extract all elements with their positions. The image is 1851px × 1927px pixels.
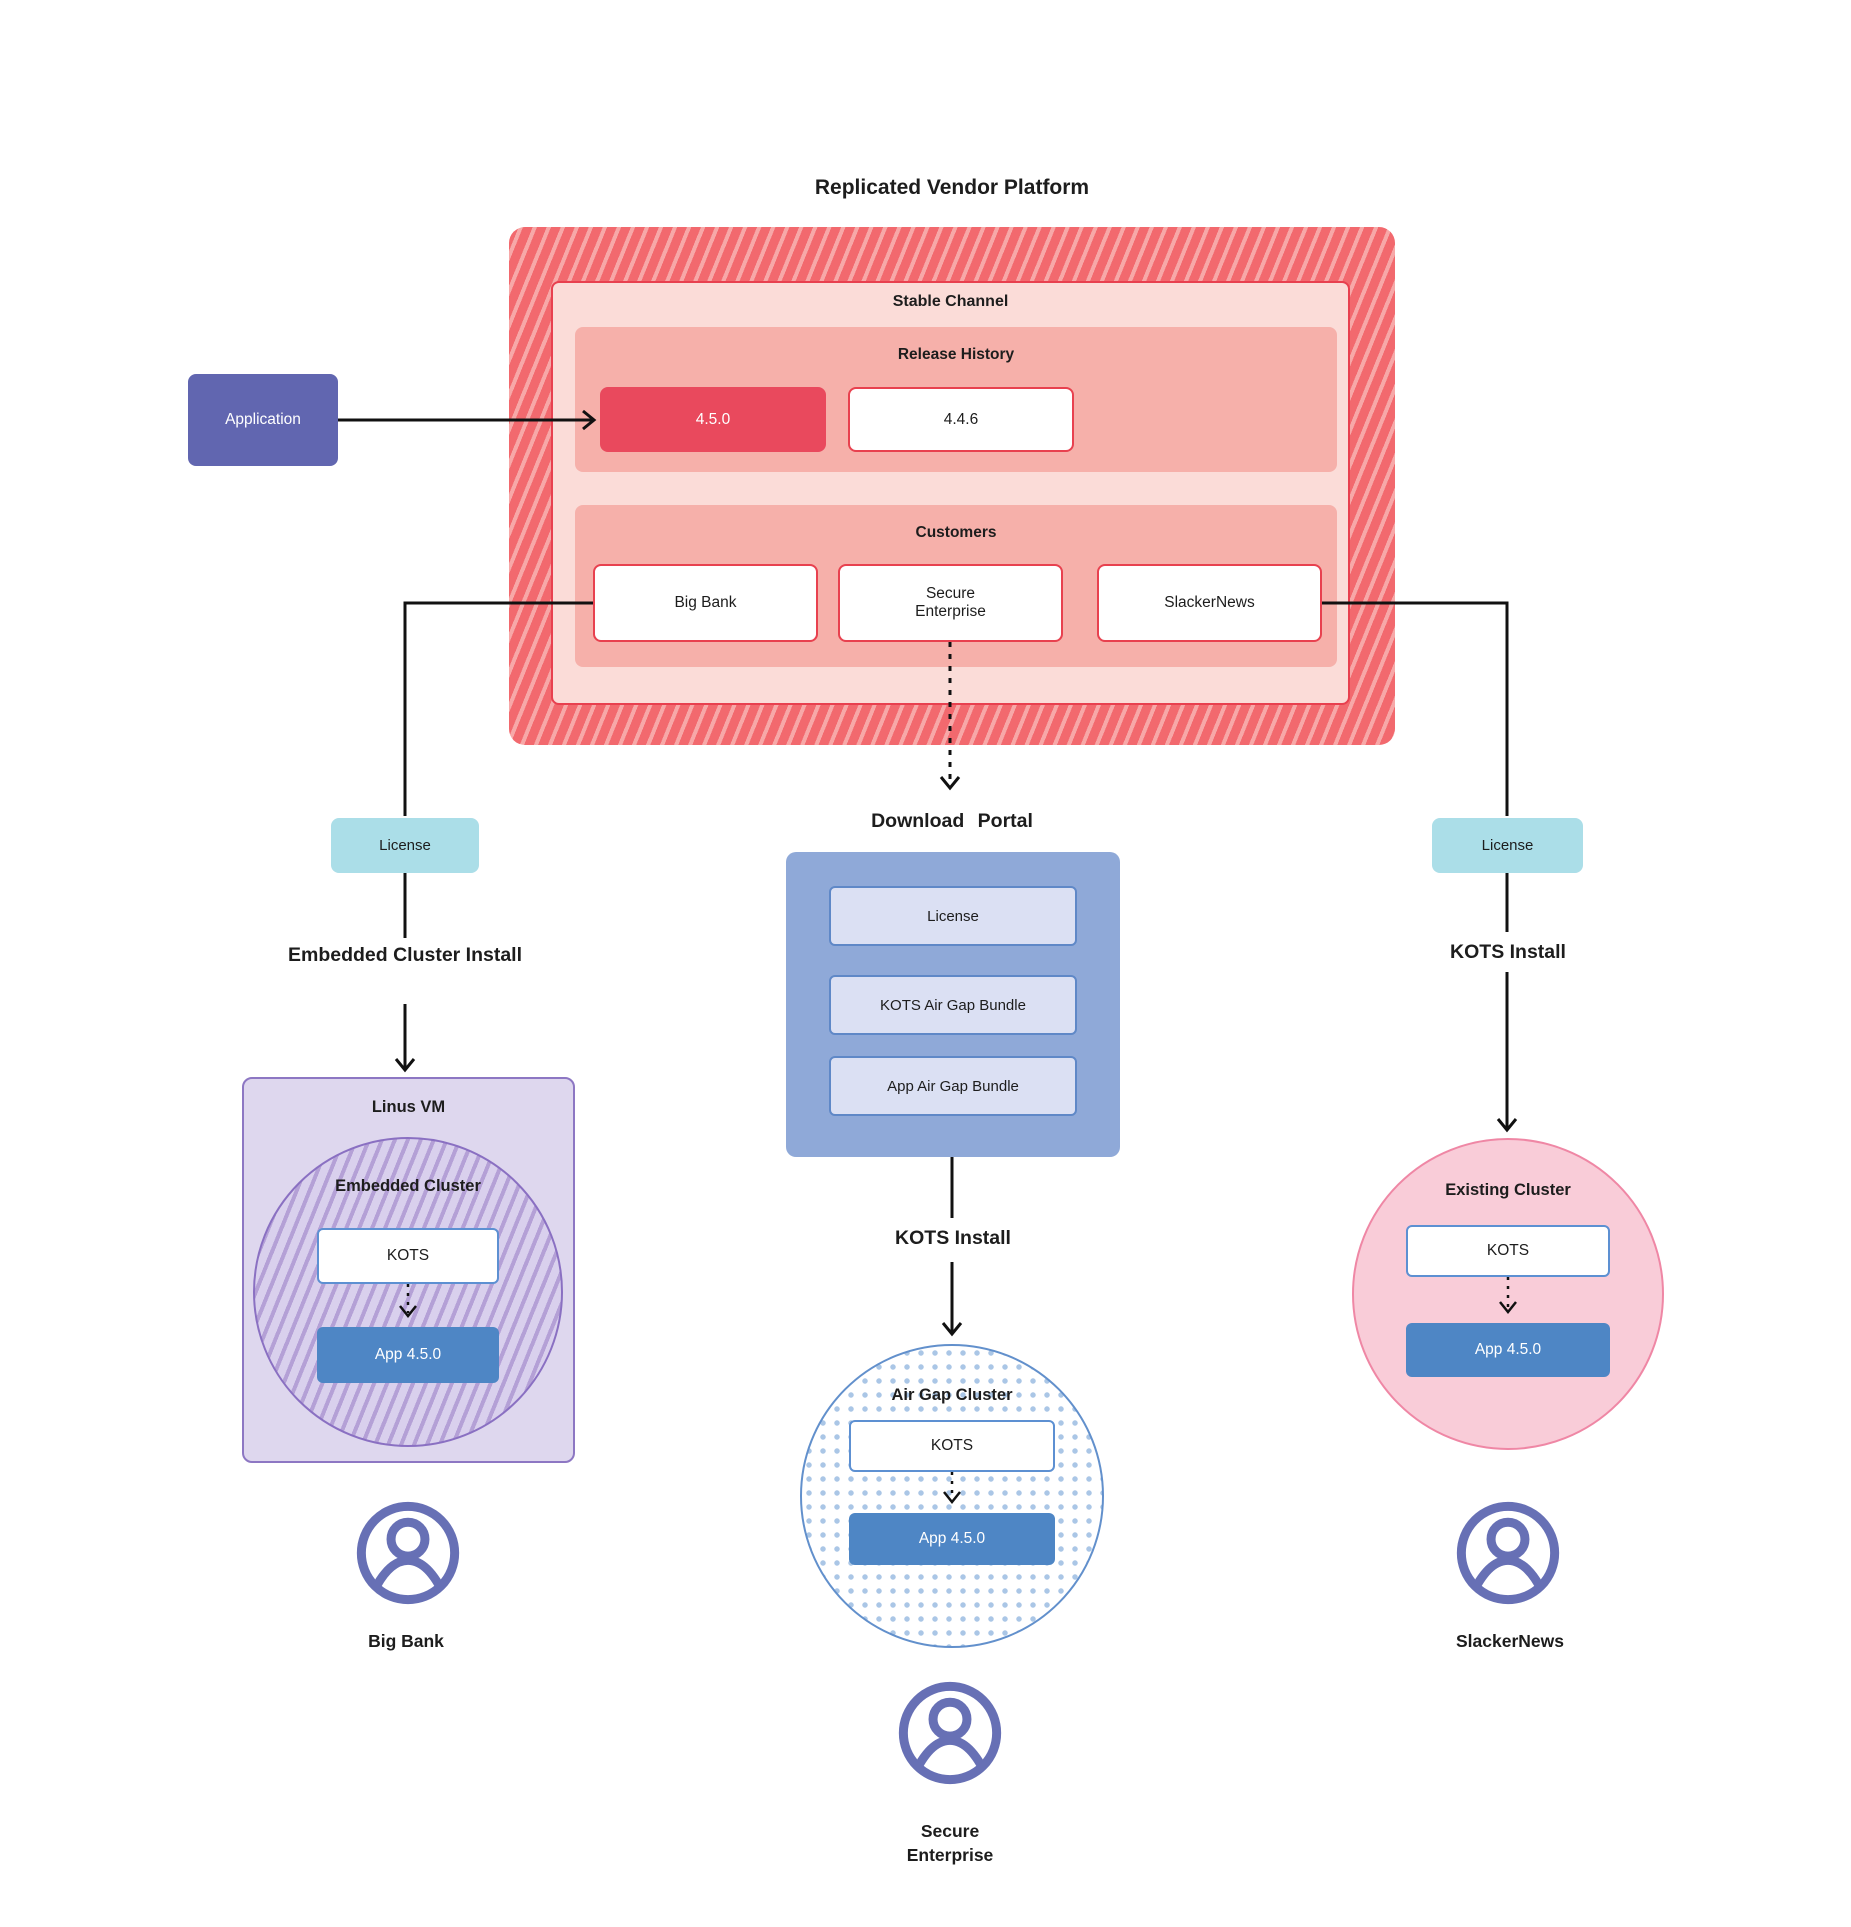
release-446-label: 4.4.6 (943, 410, 979, 428)
kots-box-middle-label: KOTS (930, 1437, 974, 1454)
kots-box-middle: KOTS (849, 1420, 1055, 1472)
user-icon-big-bank (361, 1506, 454, 1599)
arrowhead-existing (1496, 1118, 1518, 1133)
customer-big-bank-label: Big Bank (674, 594, 737, 611)
release-450-box: 4.5.0 (600, 387, 826, 452)
existing-cluster-label: Existing Cluster (1445, 1181, 1571, 1199)
portal-item-kots-bundle-label: KOTS Air Gap Bundle (880, 996, 1026, 1014)
user-label-big-bank: Big Bank (368, 1631, 444, 1651)
customer-slackernews-box: SlackerNews (1097, 564, 1322, 642)
embedded-cluster-install-label: Embedded Cluster Install (287, 944, 523, 966)
user-label-slackernews: SlackerNews (1456, 1631, 1564, 1651)
app-box-left-label: App 4.5.0 (374, 1346, 442, 1363)
user-icon-slackernews (1461, 1506, 1554, 1599)
diagram-title: Replicated Vendor Platform (814, 176, 1090, 199)
kots-box-right-label: KOTS (1486, 1242, 1530, 1259)
portal-item-license-label: License (927, 907, 979, 925)
stable-channel-label: Stable Channel (892, 293, 1009, 310)
air-gap-cluster-label: Air Gap Cluster (891, 1386, 1013, 1404)
kots-box-left-label: KOTS (386, 1247, 430, 1264)
release-450-label: 4.5.0 (695, 410, 731, 428)
user-icon-secure-enterprise (903, 1686, 996, 1779)
embedded-cluster-label: Embedded Cluster (335, 1177, 481, 1195)
app-box-right-label: App 4.5.0 (1474, 1341, 1542, 1358)
customers-label: Customers (915, 524, 997, 541)
arrowhead-linusvm (394, 1058, 416, 1073)
portal-item-kots-bundle: KOTS Air Gap Bundle (829, 975, 1077, 1035)
license-badge-left: License (331, 818, 479, 873)
app-box-left: App 4.5.0 (317, 1327, 499, 1383)
customer-secure-enterprise-label: Secure Enterprise (915, 585, 986, 620)
release-446-box: 4.4.6 (848, 387, 1074, 452)
app-box-middle-label: App 4.5.0 (918, 1530, 986, 1547)
application-label: Application (225, 411, 301, 428)
license-badge-left-label: License (379, 837, 431, 854)
portal-item-app-bundle-label: App Air Gap Bundle (887, 1077, 1019, 1095)
kots-box-left: KOTS (317, 1228, 499, 1284)
app-box-right: App 4.5.0 (1406, 1323, 1610, 1377)
portal-item-license: License (829, 886, 1077, 946)
license-badge-right-label: License (1481, 837, 1534, 854)
customer-big-bank-box: Big Bank (593, 564, 818, 642)
embedded-cluster-circle (253, 1137, 563, 1447)
customer-slackernews-label: SlackerNews (1164, 594, 1255, 611)
linus-vm-label: Linus VM (371, 1098, 446, 1116)
download-portal-label: Download Portal (871, 810, 1033, 832)
portal-item-app-bundle: App Air Gap Bundle (829, 1056, 1077, 1116)
kots-install-label-right: KOTS Install (1450, 941, 1566, 963)
application-box: Application (188, 374, 338, 466)
kots-box-right: KOTS (1406, 1225, 1610, 1277)
app-box-middle: App 4.5.0 (849, 1513, 1055, 1565)
user-label-secure-enterprise: Secure Enterprise (906, 1821, 994, 1865)
arrowhead-portal (939, 776, 961, 791)
kots-install-label-middle: KOTS Install (895, 1227, 1011, 1249)
release-history-label: Release History (897, 346, 1015, 363)
license-badge-right: License (1432, 818, 1583, 873)
arrowhead-airgap (941, 1322, 963, 1337)
customer-secure-enterprise-box: Secure Enterprise (838, 564, 1063, 642)
